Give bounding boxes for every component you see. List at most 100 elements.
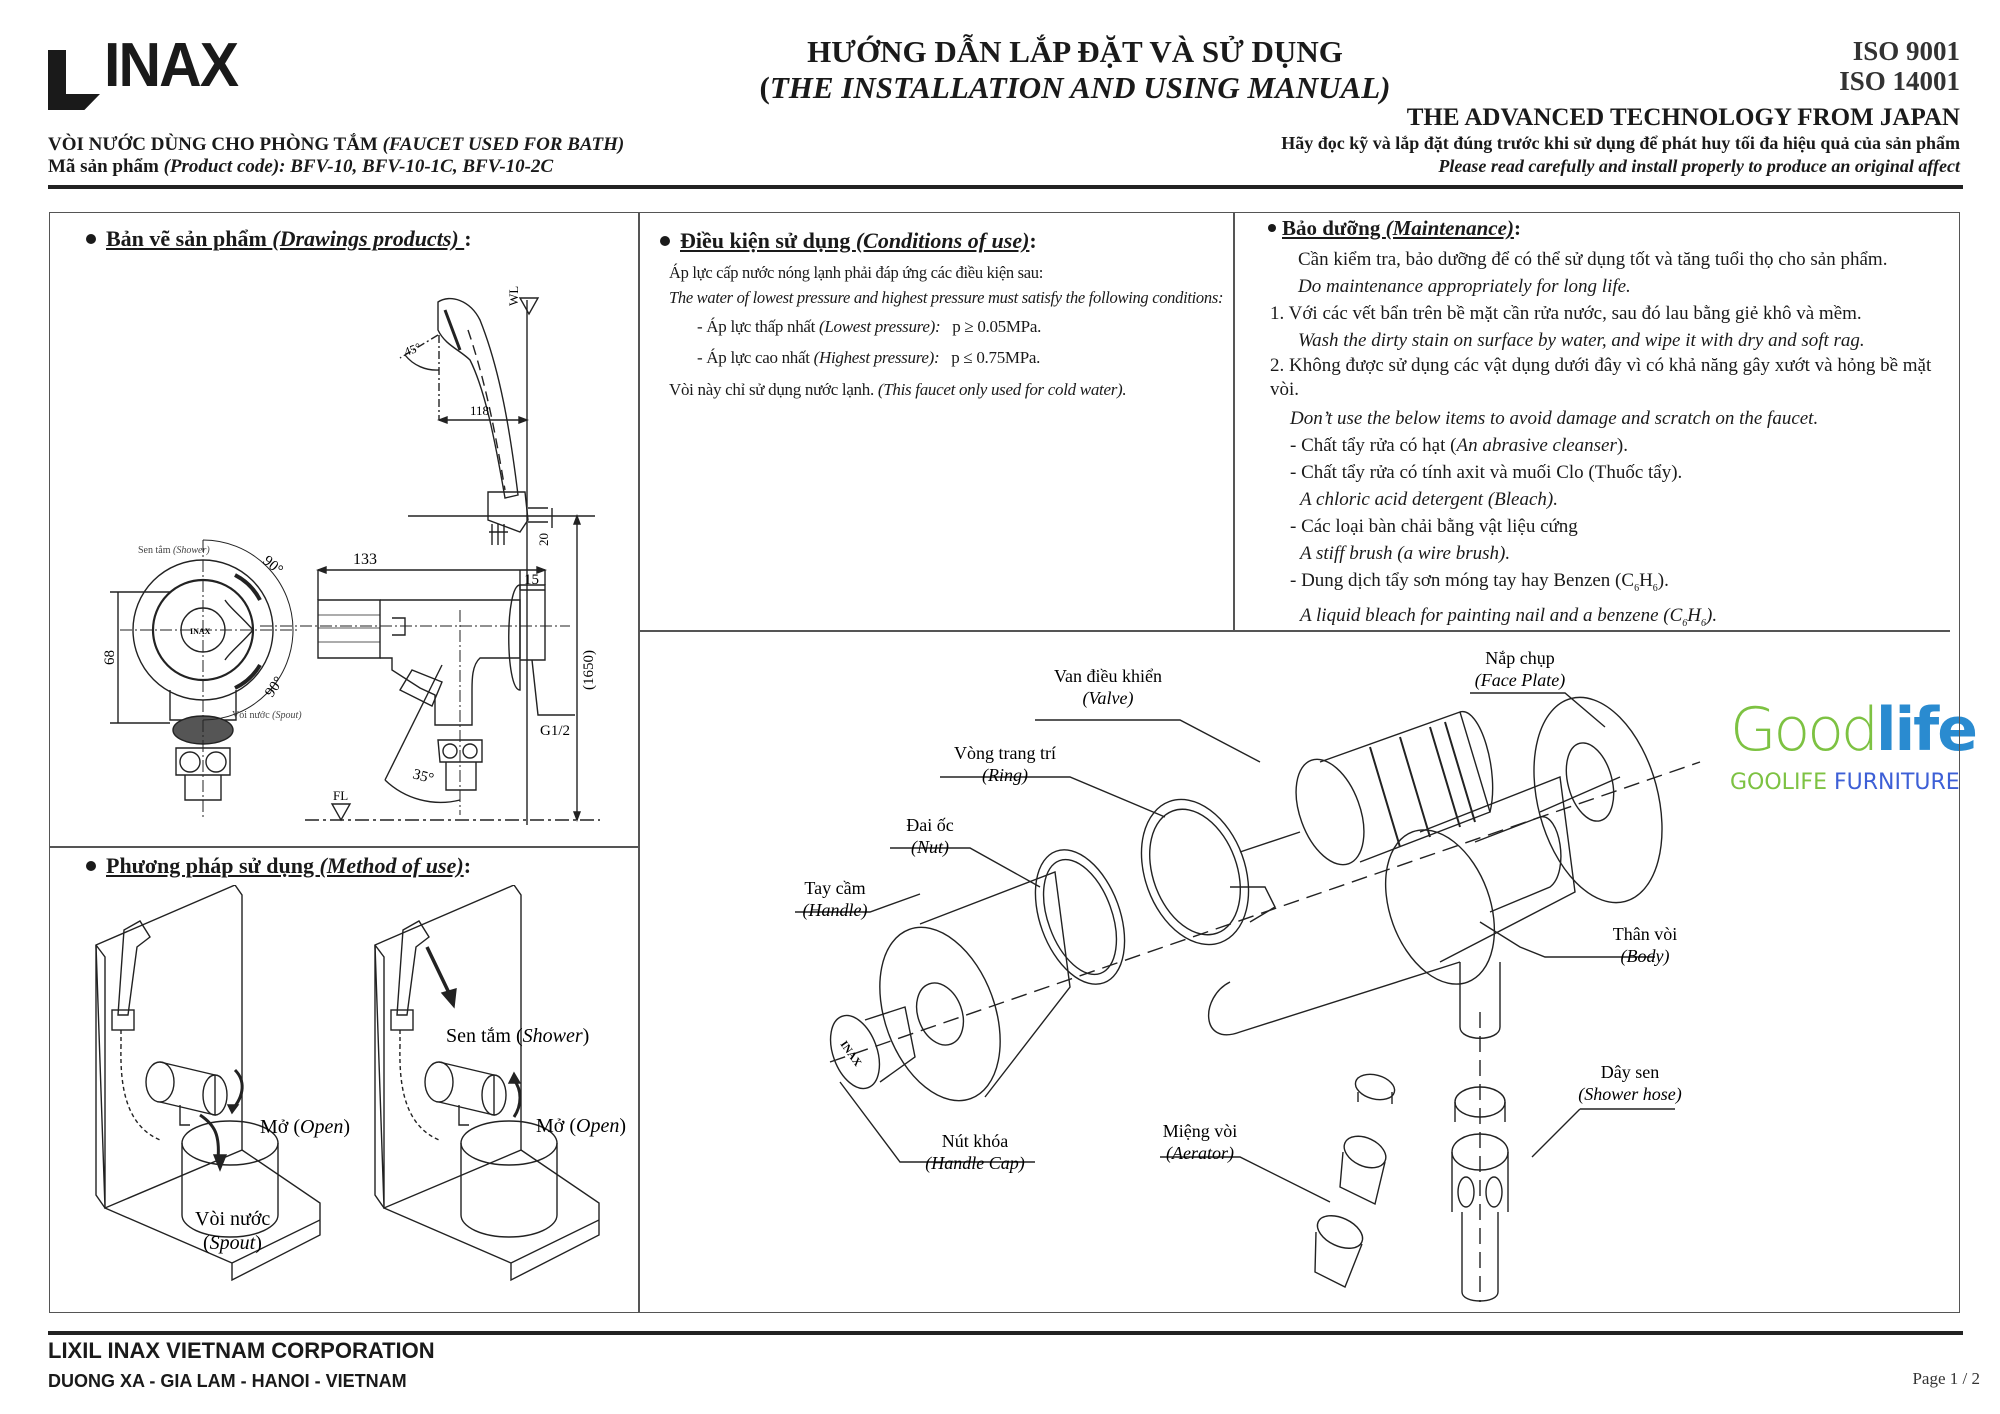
logo-text: INAX <box>104 31 239 100</box>
content-frame <box>49 212 1960 1313</box>
bullet-icon <box>86 233 96 244</box>
angle-90-lower: 90° <box>262 674 287 700</box>
cold-water-note: Vòi này chỉ sử dụng nước lạnh. (This fau… <box>669 380 1127 400</box>
method-of-use-illustration: Mở (Open) Vòi nước (Spout) Sen tắm (Show… <box>95 885 626 1282</box>
read-instruction-en: Please read carefully and install proper… <box>1438 156 1960 176</box>
faucet-side-body <box>317 599 381 659</box>
maintenance-item-2-en: Don’t use the below items to avoid damag… <box>1290 408 1819 429</box>
handle-part <box>879 871 1071 1102</box>
advanced-technology: THE ADVANCED TECHNOLOGY FROM JAPAN <box>1406 104 1960 131</box>
title-vietnamese: HƯỚNG DẪN LẮP ĐẶT VÀ SỬ DỤNG <box>807 34 1343 69</box>
body-label-vi: Thân vòi <box>1613 924 1678 944</box>
lowest-pressure: - Áp lực thấp nhất (Lowest pressure): p … <box>697 316 1042 336</box>
ring-label-vi: Vòng trang trí <box>954 743 1056 763</box>
avoid-item-4-vi: - Dung dịch tẩy sơn móng tay hay Benzen … <box>1290 570 1669 594</box>
technical-drawing: 133 15 118 45° WL 20 (1650) G1/2 35° FL … <box>102 286 600 825</box>
body-part <box>1208 776 1576 1039</box>
maintenance-intro-vi: Cần kiểm tra, bảo dưỡng để có thể sử dụn… <box>1298 249 1888 270</box>
ring-label-en: (Ring) <box>982 765 1028 786</box>
company-address: DUONG XA - GIA LAM - HANOI - VIETNAM <box>48 1371 407 1391</box>
wall-panel-2 <box>374 885 522 1210</box>
logo-mark-foot <box>48 94 100 110</box>
bullet-icon <box>86 860 96 871</box>
wall-panel-1 <box>95 885 243 1210</box>
highest-pressure: - Áp lực cao nhất (Highest pressure): p … <box>697 348 1041 368</box>
page-number: Page 1 / 2 <box>1912 1369 1980 1388</box>
goodlife-watermark: Goodlife <box>1730 695 1978 765</box>
handle-cap-part <box>829 1006 916 1090</box>
header-rule <box>48 185 1963 189</box>
aerator-label-en: (Aerator) <box>1166 1143 1234 1164</box>
right-section-divider <box>638 630 1950 632</box>
goolife-furniture-watermark: GOOLIFE FURNITURE <box>1730 770 1960 795</box>
handle-label-en: (Handle) <box>803 900 868 921</box>
body-label-en: (Body) <box>1621 946 1670 967</box>
avoid-item-2-vi: - Chất tẩy rửa có tính axit và muối Clo … <box>1290 462 1683 483</box>
handle-label-vi: Tay cầm <box>804 878 865 898</box>
dim-118: 118 <box>470 403 489 418</box>
nut-label-en: (Nut) <box>911 837 949 858</box>
shower-head-outline <box>437 297 519 499</box>
open-label-1: Mở (Open) <box>260 1116 350 1138</box>
avoid-item-3-vi: - Các loại bàn chải bằng vật liệu cứng <box>1290 516 1578 537</box>
angle-90-upper: 90° <box>259 553 285 579</box>
left-section-divider <box>49 846 639 848</box>
valve-label-vi: Van điều khiển <box>1054 666 1162 686</box>
hose-label-vi: Dây sen <box>1601 1062 1659 1082</box>
shower-hose-part <box>1451 1012 1509 1302</box>
company-name: LIXIL INAX VIETNAM CORPORATION <box>48 1338 435 1363</box>
handle-cap-label-vi: Nút khóa <box>942 1131 1009 1151</box>
face-plate-part <box>1533 696 1663 904</box>
method-heading: Phương pháp sử dụng (Method of use): <box>86 853 471 879</box>
product-type: VÒI NƯỚC DÙNG CHO PHÒNG TẮM (FAUCET USED… <box>48 134 625 155</box>
title-english: (THE INSTALLATION AND USING MANUAL) <box>759 70 1391 105</box>
conditions-heading: Điều kiện sử dụng (Conditions of use): <box>660 228 1037 254</box>
face-plate-label-en: (Face Plate) <box>1475 670 1565 691</box>
nut-part <box>1034 849 1126 985</box>
maintenance-item-1-en: Wash the dirty stain on surface by water… <box>1298 330 1865 351</box>
column-divider-1 <box>638 212 640 1313</box>
avoid-item-1: - Chất tẩy rửa có hạt (An abrasive clean… <box>1290 435 1628 456</box>
knob-inax-logo: INAX <box>190 627 211 636</box>
dim-15: 15 <box>524 572 539 588</box>
iso-9001: ISO 9001 <box>1852 36 1960 66</box>
valve-part <box>1239 711 1494 866</box>
product-code: Mã sản phẩm (Product code): BFV-10, BFV-… <box>48 156 554 177</box>
maintenance-body: Cần kiểm tra, bảo dưỡng để có thể sử dụn… <box>1270 246 1955 637</box>
maintenance-intro-en: Do maintenance appropriately for long li… <box>1298 276 1631 297</box>
drawings-heading: Bản vẽ sản phẩm (Drawings products) : <box>86 226 472 252</box>
inax-logo: INAX <box>48 31 258 112</box>
aerator-part <box>1314 1073 1396 1288</box>
shower-label-small: Sen tắm (Shower) <box>138 545 210 556</box>
maintenance-heading: Bảo dưỡng (Maintenance): <box>1268 216 1521 241</box>
dim-20: 20 <box>536 533 551 546</box>
valve-label-en: (Valve) <box>1083 688 1134 709</box>
shower-label: Sen tắm (Shower) <box>446 1025 589 1047</box>
spout-label-small: Vòi nước (Spout) <box>232 710 302 721</box>
exploded-parts-diagram: Van điều khiển (Valve) Nắp chụp (Face Pl… <box>795 648 1701 1302</box>
ring-part <box>1140 798 1276 946</box>
avoid-item-2-en: A chloric acid detergent (Bleach). <box>1300 489 1558 510</box>
avoid-item-4-en: A liquid bleach for painting nail and a … <box>1300 604 1718 629</box>
maintenance-item-2-vi: 2. Không được sử dụng các vật dụng dưới … <box>1270 355 1932 400</box>
handle-cap-label-en: (Handle Cap) <box>925 1153 1024 1174</box>
conditions-line-en: The water of lowest pressure and highest… <box>669 288 1224 308</box>
bullet-icon <box>1268 224 1276 233</box>
iso-14001: ISO 14001 <box>1839 66 1960 96</box>
bullet-icon <box>660 235 670 246</box>
handle-cap-inax-logo: INAX <box>838 1039 864 1069</box>
leader-valve <box>1035 719 1261 763</box>
avoid-item-3-en: A stiff brush (a wire brush). <box>1300 543 1511 564</box>
thread-g12: G1/2 <box>540 723 570 739</box>
read-instruction-vi: Hãy đọc kỹ và lắp đặt đúng trước khi sử … <box>1281 133 1960 153</box>
hose-label-en: (Shower hose) <box>1578 1084 1681 1105</box>
open-label-2: Mở (Open) <box>536 1115 626 1137</box>
maintenance-item-1-vi: 1. Với các vết bẩn trên bề mặt cần rửa n… <box>1270 303 1862 324</box>
dim-68: 68 <box>102 650 118 665</box>
nut-label-vi: Đai ốc <box>906 815 953 835</box>
column-divider-2 <box>1233 212 1235 632</box>
aerator-label-vi: Miệng vòi <box>1163 1121 1238 1141</box>
dim-133: 133 <box>353 551 377 568</box>
spout-label: Vòi nước <box>195 1208 270 1230</box>
angle-35: 35° <box>411 766 435 787</box>
